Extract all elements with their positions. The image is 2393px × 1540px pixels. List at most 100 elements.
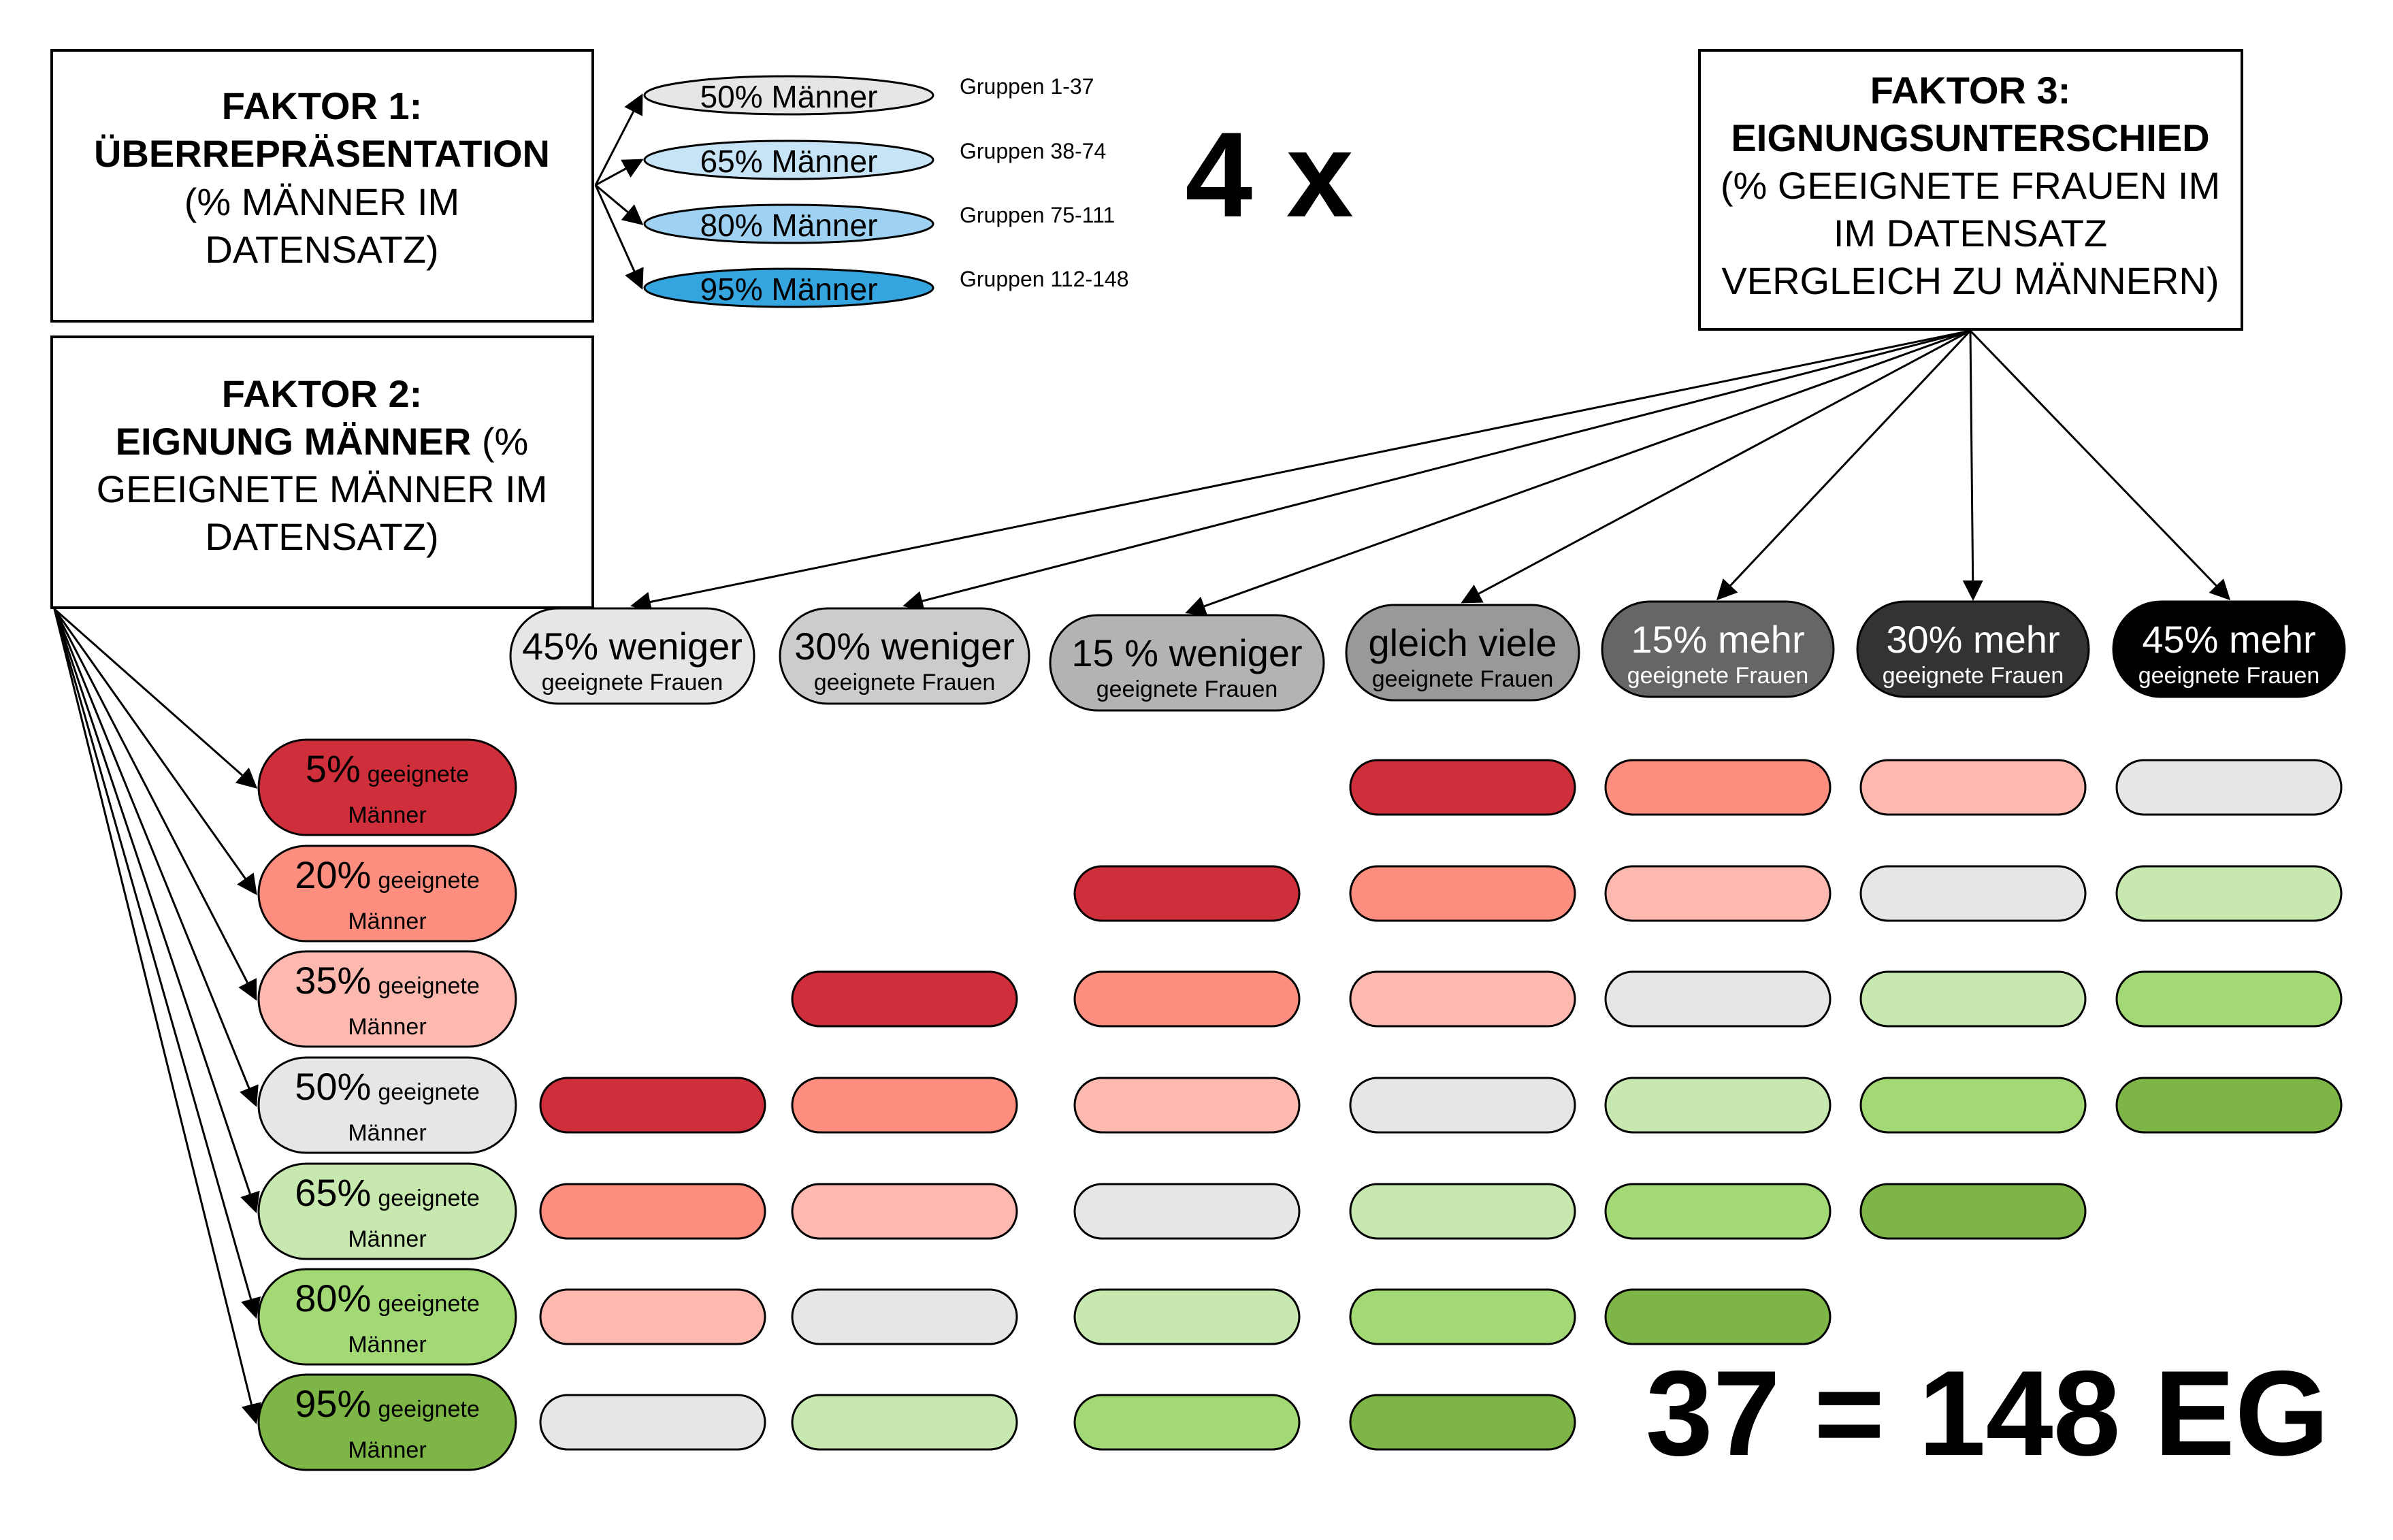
factor2-row-label: 50%geeignete <box>295 1065 479 1108</box>
factor2-row-word: geeignete <box>368 761 469 787</box>
matrix-cell <box>1073 1183 1301 1240</box>
factor2-row-pill <box>257 1056 517 1154</box>
factor3-column-header <box>1345 604 1580 702</box>
matrix-cell <box>1859 865 2087 922</box>
matrix-cell <box>1073 1288 1301 1345</box>
factor1-description-line2: DATENSATZ) <box>205 228 438 271</box>
factor1-option-label: 50% Männer <box>700 79 878 114</box>
factor3-column-label: 30% mehr <box>1886 618 2060 661</box>
connector-arrow <box>594 184 644 290</box>
matrix-cell <box>539 1288 766 1345</box>
factor3-column-sublabel: geeignete Frauen <box>814 670 996 695</box>
factor2-row-pill <box>257 845 517 943</box>
matrix-cell <box>539 1394 766 1451</box>
matrix-cell <box>1859 1183 2087 1240</box>
connector-arrow <box>53 608 260 1213</box>
factor3-column-header <box>1049 614 1325 712</box>
matrix-cell <box>1604 1288 1832 1345</box>
connector-arrow <box>54 608 258 789</box>
factor1-option-groups: Gruppen 38-74 <box>960 139 1106 163</box>
factor2-row-word: geeignete <box>378 1185 479 1211</box>
matrix-cell <box>791 1077 1018 1134</box>
factor2-row-sublabel: Männer <box>348 1437 426 1463</box>
matrix-cell <box>1073 970 1301 1028</box>
factor2-row-word: geeignete <box>378 973 479 999</box>
matrix-cell <box>1349 1394 1576 1451</box>
factor1-option-pill <box>643 267 934 308</box>
factor2-row-label: 5% geeignete <box>306 747 469 790</box>
matrix-cell <box>1604 759 1832 816</box>
matrix-cells <box>539 759 2343 1451</box>
connector-arrow <box>53 608 262 1424</box>
factor2-box: FAKTOR 2: EIGNUNG MÄNNER (% GEEIGNETE MÄ… <box>50 335 594 609</box>
connector-arrow <box>595 184 644 225</box>
factor2-subtitle-rest: (% <box>471 420 528 463</box>
total-label: 37 = 148 EG <box>1646 1345 2329 1481</box>
matrix-cell <box>2115 759 2343 816</box>
factor2-row-sublabel: Männer <box>348 1226 426 1252</box>
factor3-column-label: 15 % weniger <box>1071 632 1302 674</box>
factor1-subtitle: ÜBERREPRÄSENTATION <box>94 132 550 175</box>
matrix-cell <box>2115 1077 2343 1134</box>
connector-arrow <box>53 608 259 1107</box>
factor3-column-sublabel: geeignete Frauen <box>1883 663 2064 689</box>
factor2-description-line2: DATENSATZ) <box>205 515 438 558</box>
matrix-cell <box>1349 1183 1576 1240</box>
factor3-box: FAKTOR 3: EIGNUNGSUNTERSCHIED (% GEEIGNE… <box>1698 49 2243 331</box>
matrix-cell <box>1604 1077 1832 1134</box>
factor2-row-sublabel: Männer <box>348 1332 426 1358</box>
factor2-row-word: geeignete <box>378 1291 479 1317</box>
factor2-row-sublabel: Männer <box>348 1014 426 1040</box>
matrix-cell <box>791 1288 1018 1345</box>
factor2-row-sublabel: Männer <box>348 908 426 934</box>
factor3-subtitle: EIGNUNGSUNTERSCHIED <box>1731 116 2209 159</box>
factor2-row-percent: 35% <box>295 959 371 1002</box>
factor2-row-sublabel: Männer <box>348 1120 426 1146</box>
factor3-description-line1: (% GEEIGNETE FRAUEN IM <box>1721 164 2220 207</box>
matrix-cell <box>1859 970 2087 1028</box>
factor3-column-sublabel: geeignete Frauen <box>2138 663 2320 689</box>
matrix-cell <box>1604 1183 1832 1240</box>
factor2-row-pill <box>257 1162 517 1260</box>
matrix-cell <box>791 1183 1018 1240</box>
matrix-cell <box>1604 865 1832 922</box>
connector-arrow <box>594 93 643 186</box>
matrix-cell <box>2115 865 2343 922</box>
factor1-option-pill <box>643 203 934 244</box>
factor2-row-label: 35% geeignete <box>295 959 479 1002</box>
factor2-row-label: 65%geeignete <box>295 1171 479 1214</box>
matrix-cell <box>791 1394 1018 1451</box>
factor1-title: FAKTOR 1: <box>222 84 423 127</box>
factor2-row-word: geeignete <box>378 868 479 894</box>
factor2-row-percent: 20% <box>295 853 371 896</box>
multiplier-label: 4 x <box>1185 107 1353 242</box>
factor2-title: FAKTOR 2: <box>222 372 423 415</box>
factor3-description-line2: IM DATENSATZ <box>1834 212 2107 255</box>
factor2-row-percent: 50% <box>295 1065 371 1108</box>
factor2-rows: 5%geeigneteMänner20%geeigneteMänner35%ge… <box>257 738 517 1471</box>
factor2-row-percent: 95% <box>295 1382 371 1425</box>
factor3-column-header <box>509 607 755 705</box>
factor1-option-groups: Gruppen 112-148 <box>960 267 1128 291</box>
factor2-row-pill <box>257 1268 517 1366</box>
matrix-cell <box>1859 1077 2087 1134</box>
factor1-option-label: 65% Männer <box>700 144 878 179</box>
factor3-column-sublabel: geeignete Frauen <box>1372 666 1554 692</box>
connector-arrow <box>53 608 261 1319</box>
connector-arrows <box>53 93 2231 1424</box>
factor2-row-percent: 5% <box>306 747 361 790</box>
connector-arrow <box>1716 329 1972 601</box>
factor2-row-pill <box>257 1373 517 1471</box>
connector-arrow <box>902 329 1971 611</box>
factor3-column-label: 45% mehr <box>2142 618 2315 661</box>
matrix-cell <box>1349 865 1576 922</box>
factor3-title: FAKTOR 3: <box>1870 69 2071 112</box>
factor3-column-label: 15% mehr <box>1631 618 1804 661</box>
matrix-cell <box>1349 970 1576 1028</box>
connector-arrow <box>1962 330 1983 601</box>
factor3-column-header <box>1601 600 1835 698</box>
matrix-cell <box>1349 1288 1576 1345</box>
